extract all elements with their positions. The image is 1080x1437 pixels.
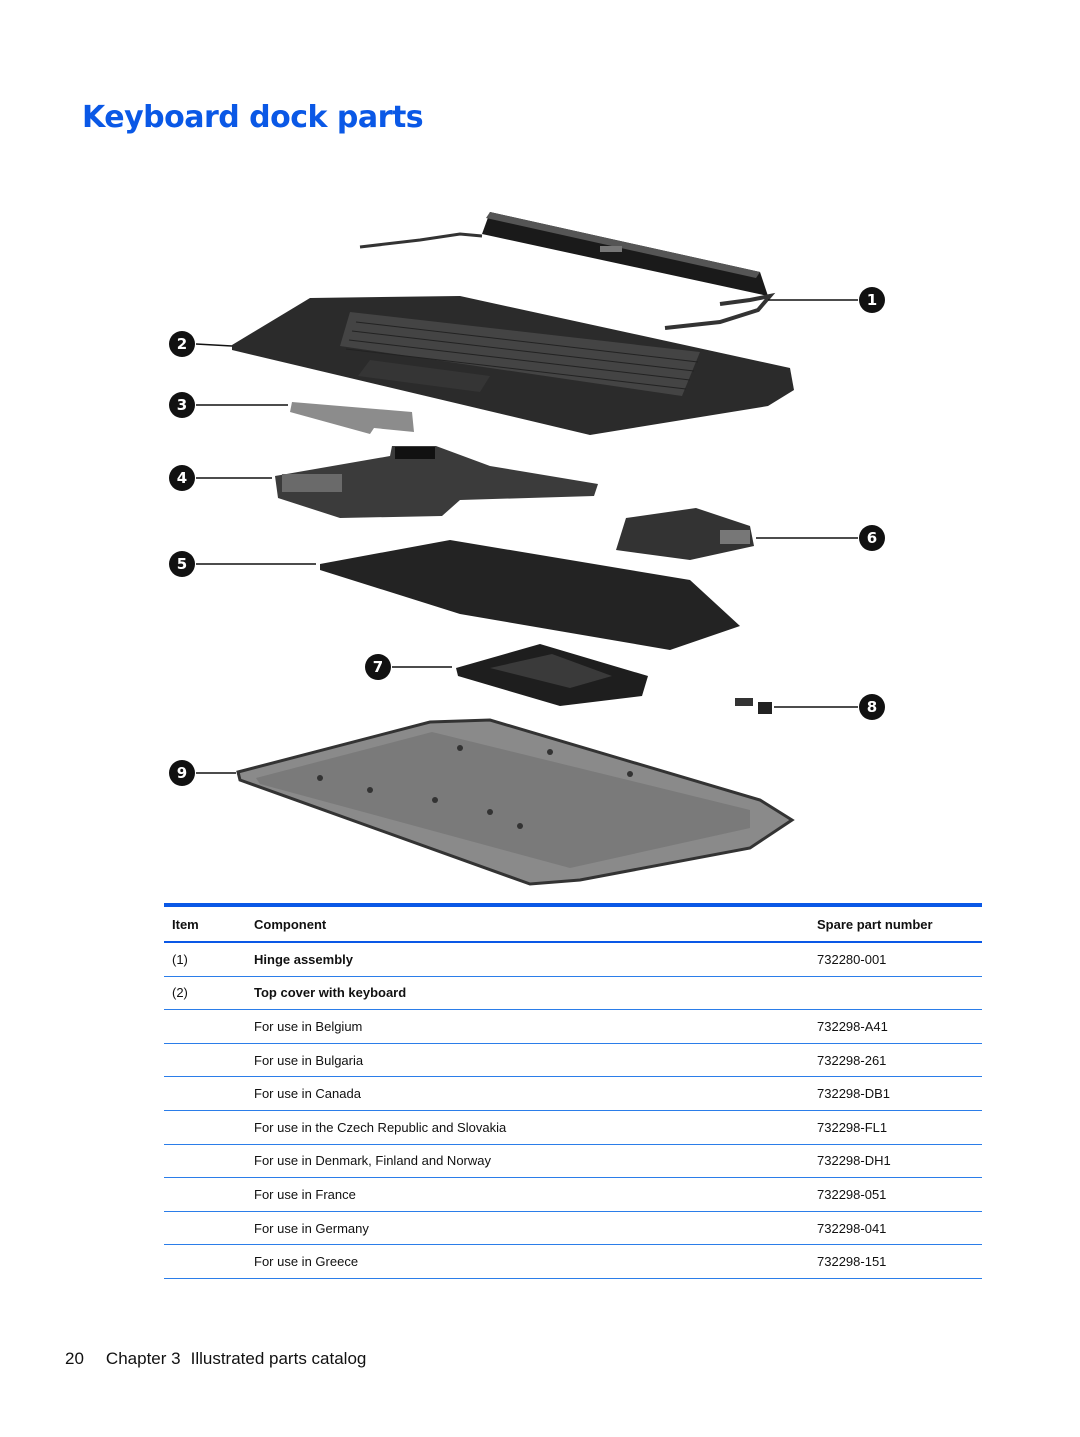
callout-4: 4 (169, 465, 195, 491)
svg-text:5: 5 (177, 555, 187, 573)
header-spare-part-number: Spare part number (817, 916, 933, 932)
table-header-row: Item Component Spare part number (164, 905, 982, 942)
battery-part (320, 540, 740, 650)
table-row: For use in Denmark, Finland and Norway 7… (164, 1144, 982, 1179)
cell-component: For use in Canada (254, 1076, 817, 1111)
cell-spare-part-number: 732298-051 (817, 1177, 982, 1212)
cell-component: For use in Germany (254, 1211, 817, 1246)
table-row: For use in Greece 732298-151 (164, 1244, 982, 1279)
cell-item: (2) (164, 976, 254, 1011)
cell-item (164, 1009, 254, 1044)
io-board-part (616, 508, 754, 560)
system-board-part (275, 446, 598, 518)
svg-text:8: 8 (867, 698, 877, 716)
exploded-view-illustration: 1 2 3 4 5 6 7 8 9 (160, 200, 920, 900)
page-title: Keyboard dock parts (82, 100, 424, 135)
cell-component: For use in France (254, 1177, 817, 1212)
cell-spare-part-number (817, 976, 982, 1011)
base-enclosure-part (236, 718, 795, 886)
cell-item (164, 1076, 254, 1111)
cell-spare-part-number: 732298-041 (817, 1211, 982, 1246)
callout-8: 8 (859, 694, 885, 720)
cell-component: For use in the Czech Republic and Slovak… (254, 1110, 817, 1145)
chapter-title: Illustrated parts catalog (190, 1349, 367, 1368)
cell-item (164, 1244, 254, 1279)
chapter-label: Chapter 3 (105, 1349, 181, 1368)
callout-2: 2 (169, 331, 195, 357)
hard-drive-part (456, 644, 648, 706)
callout-5: 5 (169, 551, 195, 577)
cell-item: (1) (164, 942, 254, 977)
small-board-part (290, 402, 414, 434)
svg-text:1: 1 (867, 291, 877, 309)
svg-text:3: 3 (177, 396, 187, 414)
table-row: For use in the Czech Republic and Slovak… (164, 1110, 982, 1145)
table-row: (1) Hinge assembly 732280-001 (164, 942, 982, 977)
table-row: For use in Canada 732298-DB1 (164, 1076, 982, 1111)
cell-spare-part-number: 732298-261 (817, 1043, 982, 1078)
cell-component: For use in Denmark, Finland and Norway (254, 1144, 817, 1179)
svg-text:2: 2 (177, 335, 187, 353)
cell-component: For use in Bulgaria (254, 1043, 817, 1078)
cell-component: For use in Greece (254, 1244, 817, 1279)
page-number: 20 (65, 1349, 84, 1368)
cell-component: For use in Belgium (254, 1009, 817, 1044)
callout-7: 7 (365, 654, 391, 680)
top-cover-keyboard-part (232, 296, 794, 435)
callout-3: 3 (169, 392, 195, 418)
table-row: For use in Germany 732298-041 (164, 1211, 982, 1246)
cell-item (164, 1177, 254, 1212)
cell-spare-part-number: 732298-151 (817, 1244, 982, 1279)
callout-1: 1 (859, 287, 885, 313)
table-row: For use in Bulgaria 732298-261 (164, 1043, 982, 1078)
parts-table: Item Component Spare part number (1) Hin… (164, 903, 982, 1279)
table-row: (2) Top cover with keyboard (164, 976, 982, 1011)
cell-spare-part-number: 732298-A41 (817, 1009, 982, 1044)
cell-component: Hinge assembly (254, 942, 817, 977)
svg-text:4: 4 (177, 469, 187, 487)
callout-9: 9 (169, 760, 195, 786)
connector-part (735, 698, 772, 714)
header-item: Item (172, 916, 199, 932)
svg-text:6: 6 (867, 529, 877, 547)
table-row: For use in France 732298-051 (164, 1177, 982, 1212)
page-footer: 20 Chapter 3 Illustrated parts catalog (65, 1349, 366, 1369)
table-row: For use in Belgium 732298-A41 (164, 1009, 982, 1044)
hinge-assembly-part (359, 212, 776, 330)
cell-spare-part-number: 732298-DB1 (817, 1076, 982, 1111)
cell-item (164, 1144, 254, 1179)
cell-item (164, 1211, 254, 1246)
cell-component: Top cover with keyboard (254, 976, 817, 1011)
cell-item (164, 1043, 254, 1078)
cell-spare-part-number: 732298-FL1 (817, 1110, 982, 1145)
cell-spare-part-number: 732298-DH1 (817, 1144, 982, 1179)
callout-6: 6 (859, 525, 885, 551)
svg-text:9: 9 (177, 764, 187, 782)
header-component: Component (254, 916, 327, 932)
cell-spare-part-number: 732280-001 (817, 942, 982, 977)
cell-item (164, 1110, 254, 1145)
svg-text:7: 7 (373, 658, 383, 676)
